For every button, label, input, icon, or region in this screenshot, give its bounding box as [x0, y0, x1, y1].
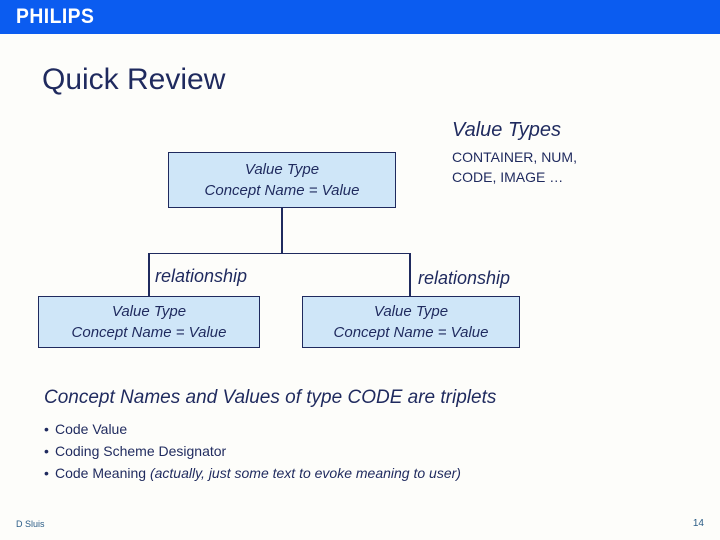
- philips-logo: PHILIPS: [16, 5, 95, 28]
- connector-drop-left: [148, 252, 150, 297]
- connector-drop-right: [409, 252, 411, 297]
- philips-brand-banner: PHILIPS: [0, 0, 720, 34]
- edge-label-relationship-left: relationship: [155, 266, 248, 286]
- bullet-dot-icon: •: [44, 443, 49, 459]
- bullet-dot-icon: •: [44, 465, 49, 481]
- list-item-note: (actually, just some text to evoke meani…: [149, 465, 461, 481]
- node-line-concept: Concept Name = Value: [204, 182, 360, 199]
- body-heading: Concept Names and Values of type CODE ar…: [44, 387, 497, 408]
- footer-page-number: 14: [692, 518, 704, 529]
- connector-horizontal-bar: [148, 252, 410, 254]
- bullet-dot-icon: •: [44, 421, 49, 437]
- list-item: • Coding Scheme Designator: [44, 440, 461, 462]
- list-item-text: Code Meaning: [55, 465, 150, 481]
- node-line-type: Value Type: [244, 161, 320, 178]
- edge-label-relationship-right: relationship: [418, 268, 511, 288]
- value-types-heading: Value Types: [452, 119, 561, 141]
- connector-stem: [281, 208, 283, 254]
- node-value-type-root[interactable]: Value Type Concept Name = Value: [168, 152, 396, 208]
- list-item: • Code Value: [44, 418, 461, 440]
- value-types-list: CONTAINER, NUM, CODE, IMAGE …: [452, 149, 577, 185]
- list-item: • Code Meaning (actually, just some text …: [44, 462, 461, 484]
- node-line-concept: Concept Name = Value: [71, 324, 227, 341]
- list-item-text: Coding Scheme Designator: [55, 443, 227, 459]
- node-line-type: Value Type: [111, 303, 187, 320]
- footer-author: D Sluis: [16, 519, 45, 529]
- node-line-concept: Concept Name = Value: [333, 324, 489, 341]
- node-value-type-child-left[interactable]: Value Type Concept Name = Value: [38, 296, 260, 348]
- node-line-type: Value Type: [373, 303, 449, 320]
- list-item-text: Code Value: [55, 421, 128, 437]
- node-value-type-child-right[interactable]: Value Type Concept Name = Value: [302, 296, 520, 348]
- page-title: Quick Review: [42, 63, 226, 96]
- bullet-list: • Code Value • Coding Scheme Designator • C…: [44, 418, 461, 484]
